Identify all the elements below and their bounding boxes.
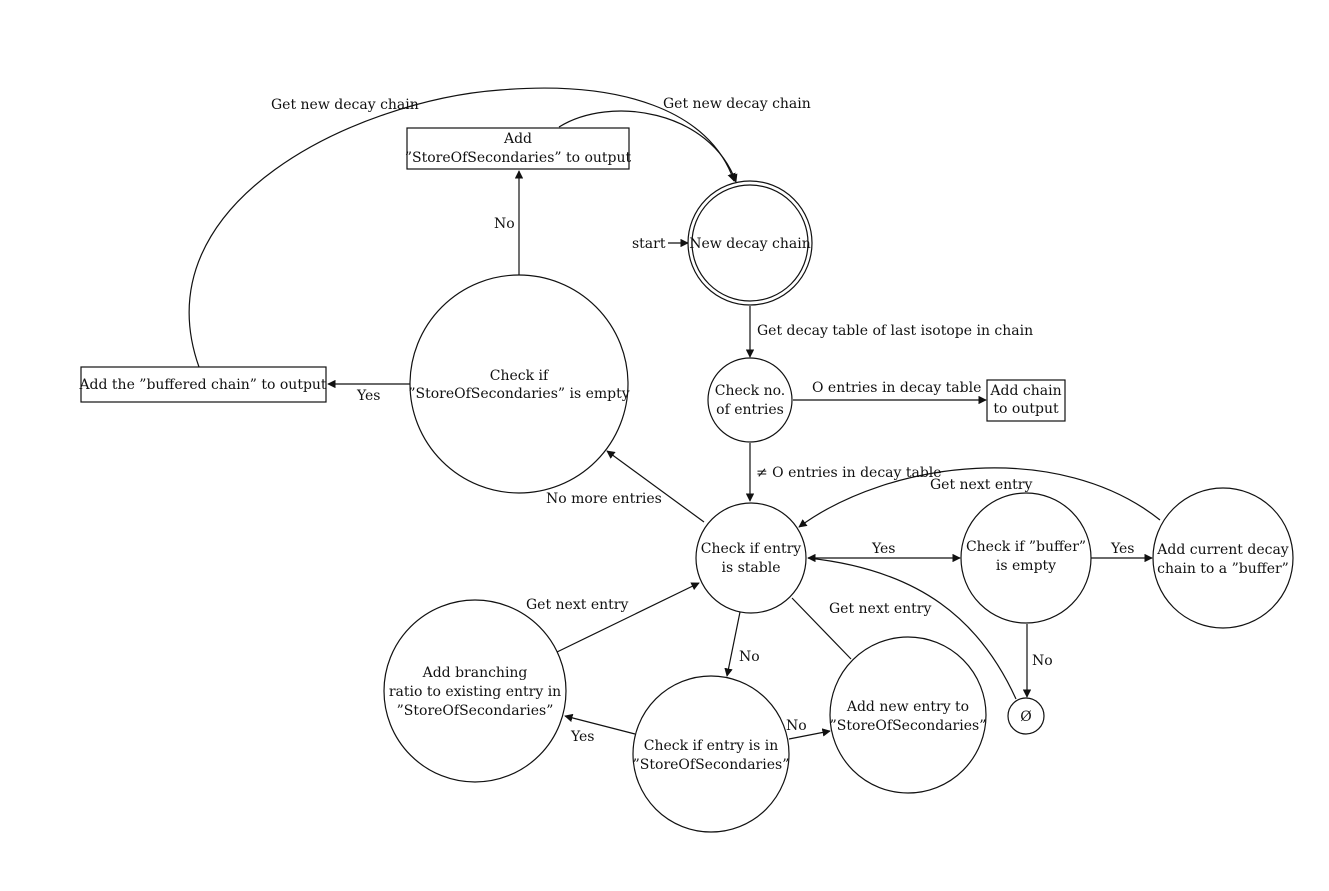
- node-check-entries-line2: of entries: [716, 402, 784, 418]
- edge-get-new-chain-left: [188, 87, 736, 368]
- node-add-branching: Add branching ratio to existing entry in…: [383, 599, 567, 783]
- node-add-new-entry-line2: ”StoreOfSecondaries”: [830, 718, 987, 734]
- label-get-new-chain-left: Get new decay chain: [271, 97, 419, 113]
- label-in-store-yes: Yes: [570, 729, 595, 745]
- edge-in-store-no: [788, 728, 831, 740]
- node-add-chain-output: Add chain to output: [986, 379, 1066, 422]
- node-add-chain-output-line1: Add chain: [989, 383, 1061, 399]
- node-add-new-entry: Add new entry to ”StoreOfSecondaries”: [829, 636, 987, 794]
- label-store-empty-yes: Yes: [356, 388, 381, 404]
- edge-no-more-entries: [606, 450, 705, 523]
- node-check-stable-line1: Check if entry: [701, 541, 802, 557]
- node-add-to-buffer: Add current decay chain to a ”buffer”: [1152, 487, 1294, 629]
- label-get-next-branch: Get next entry: [526, 597, 628, 613]
- nodes: New decay chain Check no. of entries Add…: [78, 127, 1294, 833]
- node-add-chain-output-line2: to output: [993, 401, 1059, 417]
- node-new-chain-label: New decay chain: [689, 236, 810, 252]
- node-add-to-buffer-line2: chain to a ”buffer”: [1157, 561, 1289, 577]
- node-new-chain: New decay chain: [687, 180, 813, 306]
- label-zero-entries: O entries in decay table: [812, 380, 981, 396]
- node-check-stable-line2: is stable: [722, 560, 781, 576]
- edge-get-next-new: [791, 597, 852, 660]
- node-check-buffer-empty-line2: is empty: [996, 558, 1056, 574]
- label-buffer-yes: Yes: [1110, 541, 1135, 557]
- node-check-in-store: Check if entry is in ”StoreOfSecondaries…: [632, 675, 790, 833]
- label-nonzero-entries: ≠ O entries in decay table: [756, 465, 942, 481]
- edge-labels: start Get decay table of last isotope in…: [271, 96, 1135, 745]
- label-no-more-entries: No more entries: [546, 491, 662, 507]
- node-add-branching-line2: ratio to existing entry in: [389, 684, 561, 700]
- label-buffer-no: No: [1032, 653, 1053, 669]
- node-add-buffered-output-label: Add the ”buffered chain” to output: [78, 377, 326, 393]
- node-check-store-empty-line2: ”StoreOfSecondaries” is empty: [408, 386, 629, 402]
- label-get-next-new: Get next entry: [829, 601, 931, 617]
- edge-get-new-chain-right: [558, 110, 738, 183]
- edges: [188, 87, 1161, 740]
- node-empty-set: Ø: [1007, 697, 1045, 735]
- edge-get-next-branch: [556, 582, 700, 653]
- node-empty-set-label: Ø: [1020, 709, 1031, 725]
- node-check-in-store-line2: ”StoreOfSecondaries”: [633, 757, 790, 773]
- edge-in-store-yes: [564, 713, 636, 735]
- node-check-buffer-empty-line1: Check if ”buffer”: [966, 539, 1086, 555]
- label-get-new-chain-right: Get new decay chain: [663, 96, 811, 112]
- label-stable-no: No: [739, 649, 760, 665]
- node-check-in-store-line1: Check if entry is in: [644, 738, 778, 754]
- edge-get-next-top: [798, 467, 1161, 528]
- node-check-entries: Check no. of entries: [707, 357, 793, 443]
- label-start: start: [632, 236, 666, 252]
- node-check-store-empty-line1: Check if: [490, 368, 550, 384]
- node-add-branching-line3: ”StoreOfSecondaries”: [397, 703, 554, 719]
- edge-empty-to-stable: [807, 557, 1017, 700]
- node-check-entries-line1: Check no.: [715, 383, 785, 399]
- node-check-buffer-empty: Check if ”buffer” is empty: [960, 492, 1092, 624]
- label-get-decay-table: Get decay table of last isotope in chain: [757, 323, 1033, 339]
- node-check-store-empty: Check if ”StoreOfSecondaries” is empty: [408, 274, 630, 494]
- label-in-store-no: No: [786, 718, 807, 734]
- node-add-branching-line1: Add branching: [422, 665, 528, 681]
- node-add-to-buffer-line1: Add current decay: [1156, 542, 1289, 558]
- node-add-buffered-output: Add the ”buffered chain” to output: [78, 366, 327, 403]
- node-add-store-output-line1: Add: [503, 131, 532, 147]
- label-stable-yes: Yes: [871, 541, 896, 557]
- node-add-new-entry-line1: Add new entry to: [846, 699, 969, 715]
- node-check-stable: Check if entry is stable: [695, 502, 807, 614]
- node-add-store-output-line2: ”StoreOfSecondaries” to output: [405, 150, 632, 166]
- label-store-empty-no: No: [494, 216, 515, 232]
- edge-stable-no: [724, 611, 741, 677]
- node-add-store-output: Add ”StoreOfSecondaries” to output: [405, 127, 632, 170]
- label-get-next-top: Get next entry: [930, 477, 1032, 493]
